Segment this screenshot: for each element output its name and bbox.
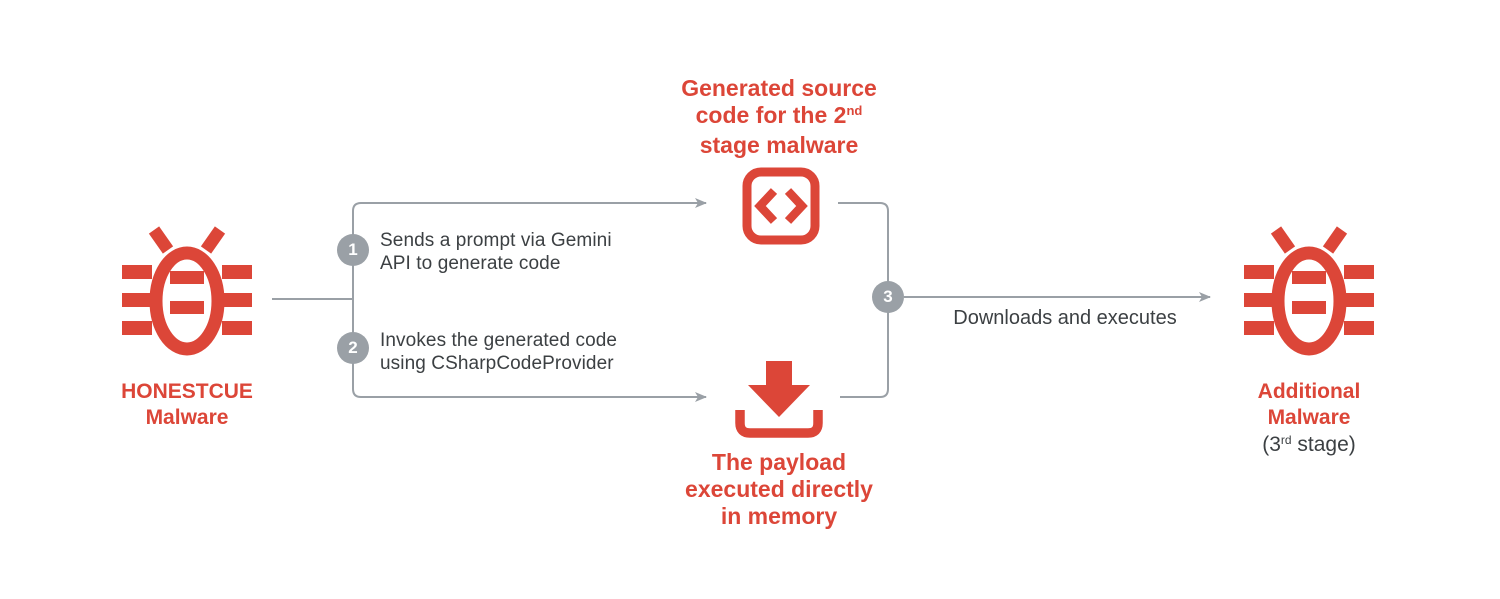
honestcue-label-line2: Malware — [145, 406, 229, 429]
generated-code-title-line1: Generated source — [681, 75, 877, 101]
step3-badge: 3 — [872, 281, 904, 313]
ordinal-sup: rd — [1280, 433, 1292, 447]
honestcue-label: HONESTCUE Malware — [97, 379, 277, 431]
step1-badge: 1 — [337, 234, 369, 266]
additional-malware-stage: (3rd stage) — [1262, 433, 1356, 456]
connector-merge-top — [838, 202, 889, 297]
payload-title: The payload executed directly in memory — [649, 449, 909, 530]
ordinal-sup: nd — [846, 103, 863, 118]
connector-step1-arrow — [352, 198, 707, 299]
step1-text-line2: API to generate code — [380, 253, 561, 274]
honestcue-label-line1: HONESTCUE — [121, 380, 253, 403]
download-tray-icon — [735, 361, 823, 438]
payload-title-line2: executed directly — [685, 476, 873, 502]
additional-malware-label-line2: Malware — [1267, 406, 1351, 429]
generated-code-title: Generated source code for the 2nd stage … — [649, 75, 909, 159]
step3-label: Downloads and executes — [953, 307, 1177, 329]
step1-text: Sends a prompt via Gemini API to generat… — [380, 229, 612, 275]
code-brackets-icon — [742, 167, 820, 245]
step2-text: Invokes the generated code using CSharpC… — [380, 329, 617, 375]
step2-text-line2: using CSharpCodeProvider — [380, 353, 614, 374]
step2-text-line1: Invokes the generated code — [380, 330, 618, 351]
generated-code-title-line3: stage malware — [699, 132, 859, 158]
bug-icon — [1244, 222, 1374, 362]
additional-malware-label-line1: Additional — [1257, 380, 1361, 403]
payload-title-line3: in memory — [720, 503, 838, 529]
connector-step2-arrow — [352, 299, 707, 402]
bug-icon — [122, 222, 252, 362]
connector-merge-bottom — [840, 297, 889, 398]
generated-code-title-line2: code for the 2nd — [695, 102, 863, 128]
step1-text-line1: Sends a prompt via Gemini — [380, 230, 612, 251]
payload-title-line1: The payload — [711, 449, 847, 475]
step2-badge: 2 — [337, 332, 369, 364]
additional-malware-label: Additional Malware (3rd stage) — [1219, 379, 1399, 461]
